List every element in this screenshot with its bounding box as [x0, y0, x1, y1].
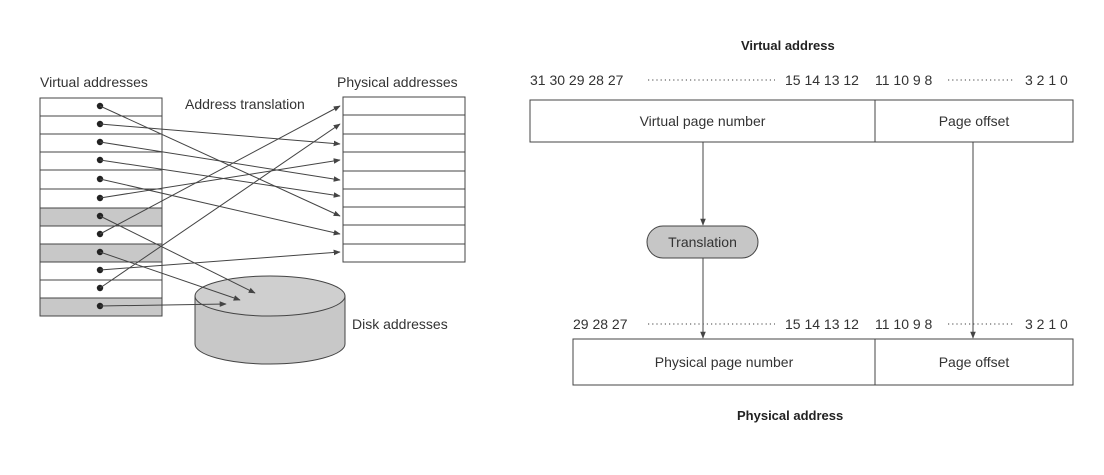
physical-bits-low-a: 11 10 9 8 [875, 316, 933, 332]
physical-addresses-label: Physical addresses [337, 74, 458, 90]
virtual-address-table [39, 97, 163, 317]
virtual-address-title: Virtual address [741, 38, 835, 53]
page-offset-field-physical: Page offset [938, 354, 1010, 370]
virtual-addresses-label: Virtual addresses [40, 74, 148, 90]
disk-addresses-label: Disk addresses [352, 316, 448, 332]
virtual-address-box [529, 99, 1074, 143]
physical-bits-high: 29 28 27 [573, 316, 628, 332]
virtual-bits-high: 31 30 29 28 27 [530, 72, 624, 88]
virtual-bits-low-a: 11 10 9 8 [875, 72, 933, 88]
bit-leaders [648, 79, 1015, 325]
physical-page-number-field: Physical page number [654, 354, 794, 370]
disk-cylinder [194, 275, 346, 365]
page-offset-field-virtual: Page offset [938, 113, 1010, 129]
virtual-page-number-field: Virtual page number [639, 113, 766, 129]
physical-bits-low-b: 3 2 1 0 [1025, 316, 1068, 332]
translation-arrows [99, 105, 341, 307]
physical-bits-mid: 15 14 13 12 [785, 316, 859, 332]
virtual-bits-mid: 15 14 13 12 [785, 72, 859, 88]
translation-flow-arrows [700, 142, 976, 339]
physical-address-table [342, 96, 466, 263]
virtual-bits-low-b: 3 2 1 0 [1025, 72, 1068, 88]
physical-address-title: Physical address [737, 408, 844, 423]
address-translation-label: Address translation [185, 96, 305, 112]
translation-pill-label: Translation [668, 234, 737, 250]
physical-address-box [572, 338, 1074, 386]
